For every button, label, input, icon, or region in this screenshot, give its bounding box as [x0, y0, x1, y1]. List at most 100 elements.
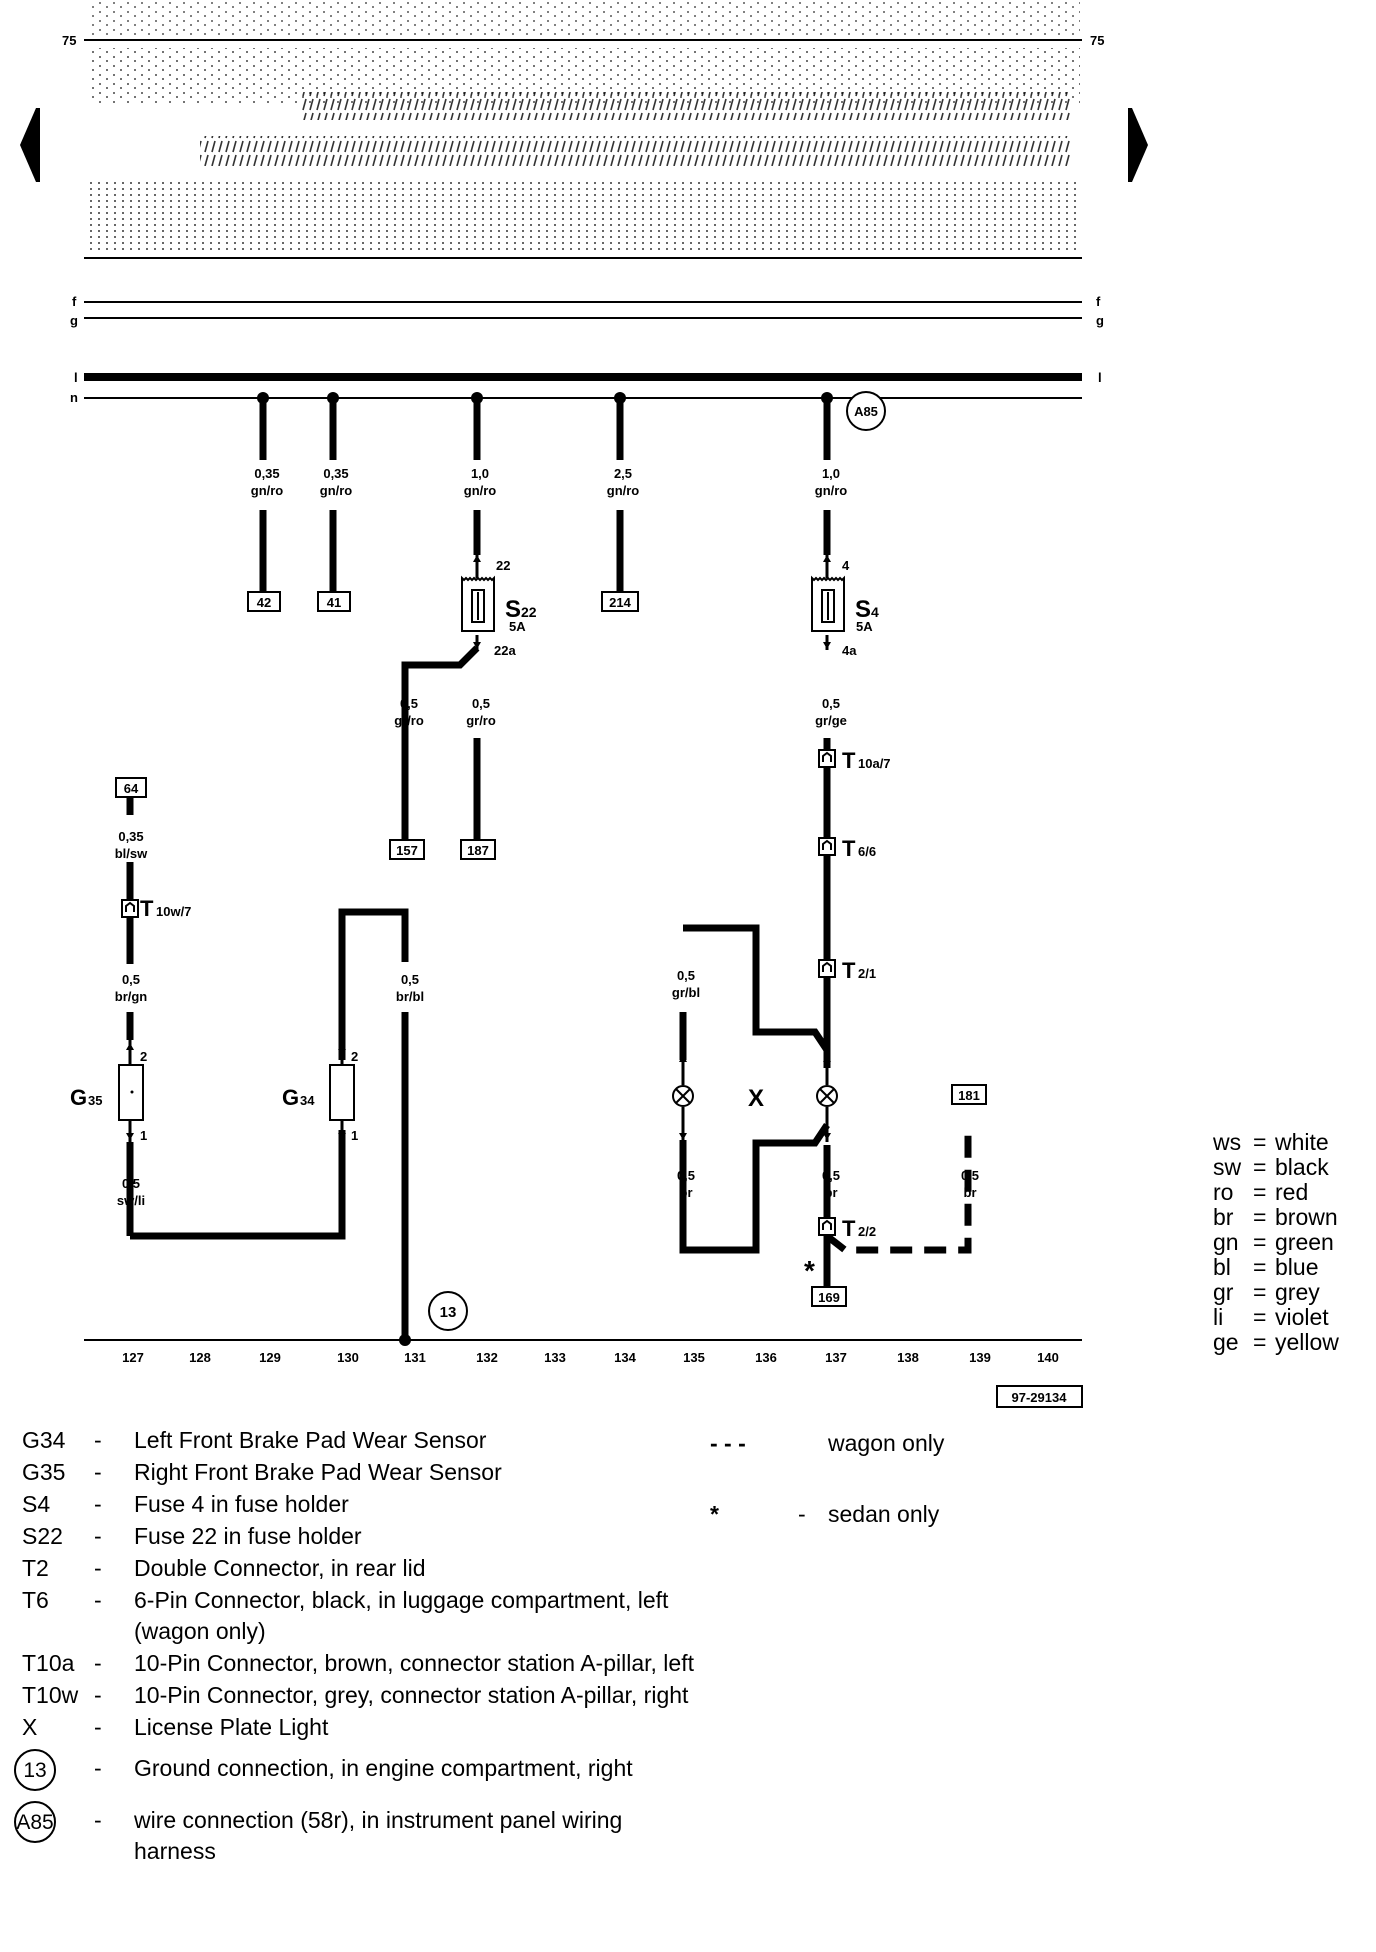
fuse-s22-pin-in: 22: [496, 558, 510, 573]
sedan-only-asterisk: *: [804, 1255, 815, 1286]
wire-size: 0,5: [822, 696, 840, 711]
sensor-g34-pin-bottom: 1: [351, 1128, 358, 1143]
fuse-s4-pin-in: 4: [842, 558, 850, 573]
color-key-row: ge=yellow: [1213, 1329, 1339, 1355]
sensor-g35-pin-bottom: 1: [140, 1128, 147, 1143]
svg-text:131: 131: [404, 1350, 426, 1365]
drawing-id-box: 97-29134: [996, 1385, 1083, 1408]
bus-label-g-right: g: [1096, 313, 1104, 328]
sensor-g34-sub: 34: [300, 1093, 315, 1108]
connector-t10a7-sub: 10a/7: [858, 756, 891, 771]
page-number-right: 75: [1090, 33, 1104, 48]
wire-size: 0,35: [323, 466, 348, 481]
sensor-g35-pin-top: 2: [140, 1049, 147, 1064]
note-wagon-only: - - - wagon only: [710, 1428, 1070, 1459]
wire-color: sw/li: [117, 1193, 145, 1208]
color-key-row: gn=green: [1213, 1229, 1334, 1255]
wire-color: gn/ro: [815, 483, 848, 498]
wire-size: 0,5: [400, 696, 418, 711]
svg-text:139: 139: [969, 1350, 991, 1365]
license-plate-light-label: X: [748, 1085, 764, 1112]
bus-label-n-left: n: [70, 390, 78, 405]
ref-box-169: 169: [811, 1286, 847, 1307]
wire-paths: [126, 398, 831, 1340]
ref-box-187: 187: [460, 839, 496, 860]
ref-box-42: 42: [247, 591, 281, 612]
svg-text:135: 135: [683, 1350, 705, 1365]
splice-a85: [846, 391, 886, 431]
fuse-s22: [461, 555, 495, 650]
color-key-row: li=violet: [1213, 1304, 1329, 1330]
bus-label-l-right: l: [1098, 370, 1102, 385]
wire-color: br: [680, 1185, 693, 1200]
wire-size: 1,0: [822, 466, 840, 481]
svg-text:140: 140: [1037, 1350, 1059, 1365]
svg-text:187: 187: [467, 843, 489, 858]
connector-t22-sub: 2/2: [858, 1224, 876, 1239]
connector-t21-name: T: [842, 958, 856, 983]
wire-size: 0,5: [401, 972, 419, 987]
legend-item: T10w-10-Pin Connector, grey, connector s…: [22, 1682, 689, 1708]
svg-text:128: 128: [189, 1350, 211, 1365]
wire-size: 0,5: [677, 1168, 695, 1183]
legend-item: T6-6-Pin Connector, black, in luggage co…: [22, 1587, 669, 1644]
dashed-line-icon: - - -: [710, 1430, 746, 1456]
bus-label-l-left: l: [74, 370, 78, 385]
sensor-g35-sub: 35: [88, 1093, 102, 1108]
wire-color: br/bl: [396, 989, 424, 1004]
ref-box-214: 214: [601, 591, 639, 612]
reference-boxes: 42 41 214 157 187 64 181 169: [115, 591, 987, 1307]
fuse-s4-rating: 5A: [856, 619, 873, 634]
color-key-row: ws=white: [1213, 1129, 1329, 1155]
ref-box-64: 64: [115, 777, 147, 798]
bus-label-f-right: f: [1096, 294, 1101, 309]
connector-t10w7-sub: 10w/7: [156, 904, 191, 919]
splice-symbol-icon: A85: [14, 1801, 56, 1843]
legend-item-splice: A85 - wire connection (58r), in instrume…: [14, 1801, 702, 1867]
arrow-right-icon: [1128, 108, 1148, 182]
wire-size: 0,5: [822, 1168, 840, 1183]
ground-symbol-icon: 13: [14, 1749, 56, 1791]
component-legend: G34-Left Front Brake Pad Wear Sensor G35…: [14, 1425, 702, 1867]
next-page-arrow[interactable]: [1122, 100, 1162, 190]
fuse-s22-name: S: [505, 596, 521, 623]
fuse-s4-sub: 4: [871, 604, 879, 620]
svg-text:41: 41: [327, 595, 341, 610]
svg-text:133: 133: [544, 1350, 566, 1365]
wire-color: br: [964, 1185, 977, 1200]
previous-page-arrow[interactable]: [10, 100, 50, 190]
sensor-g35-name: G: [70, 1085, 87, 1110]
connector-t10a7: [818, 749, 836, 768]
svg-text:214: 214: [609, 595, 631, 610]
wire-size: 0,5: [961, 1168, 979, 1183]
legend-item-ground: 13 - Ground connection, in engine compar…: [14, 1749, 702, 1795]
fuse-s4-pin-out: 4a: [842, 643, 857, 658]
wire-color: br: [825, 1185, 838, 1200]
connector-t22-name: T: [842, 1216, 856, 1241]
wire-color: gn/ro: [320, 483, 353, 498]
svg-text:138: 138: [897, 1350, 919, 1365]
arrow-left-icon: [20, 108, 40, 182]
svg-text:136: 136: [755, 1350, 777, 1365]
ground-13: [428, 1291, 468, 1331]
legend-item: T10a-10-Pin Connector, brown, connector …: [22, 1650, 694, 1676]
svg-text:157: 157: [396, 843, 418, 858]
wire-size: 2,5: [614, 466, 632, 481]
wire-color: gr/ge: [815, 713, 847, 728]
sensor-g34-name: G: [282, 1085, 299, 1110]
license-plate-light-right: [816, 1055, 838, 1142]
page-number-left: 75: [62, 33, 76, 48]
bus-lines: [84, 301, 1082, 399]
wire-size: 0,5: [677, 968, 695, 983]
fuse-s4-name: S: [855, 596, 871, 623]
svg-text:64: 64: [124, 781, 139, 796]
legend-item: G34-Left Front Brake Pad Wear Sensor: [22, 1427, 487, 1453]
svg-text:129: 129: [259, 1350, 281, 1365]
ref-box-181: 181: [951, 1084, 987, 1105]
legend-item: T2-Double Connector, in rear lid: [22, 1555, 426, 1581]
fuse-s4: [811, 555, 845, 650]
svg-text:134: 134: [614, 1350, 636, 1365]
color-key-row: sw=black: [1213, 1154, 1329, 1180]
ref-box-41: 41: [317, 591, 351, 612]
legend-item: S4-Fuse 4 in fuse holder: [22, 1491, 349, 1517]
